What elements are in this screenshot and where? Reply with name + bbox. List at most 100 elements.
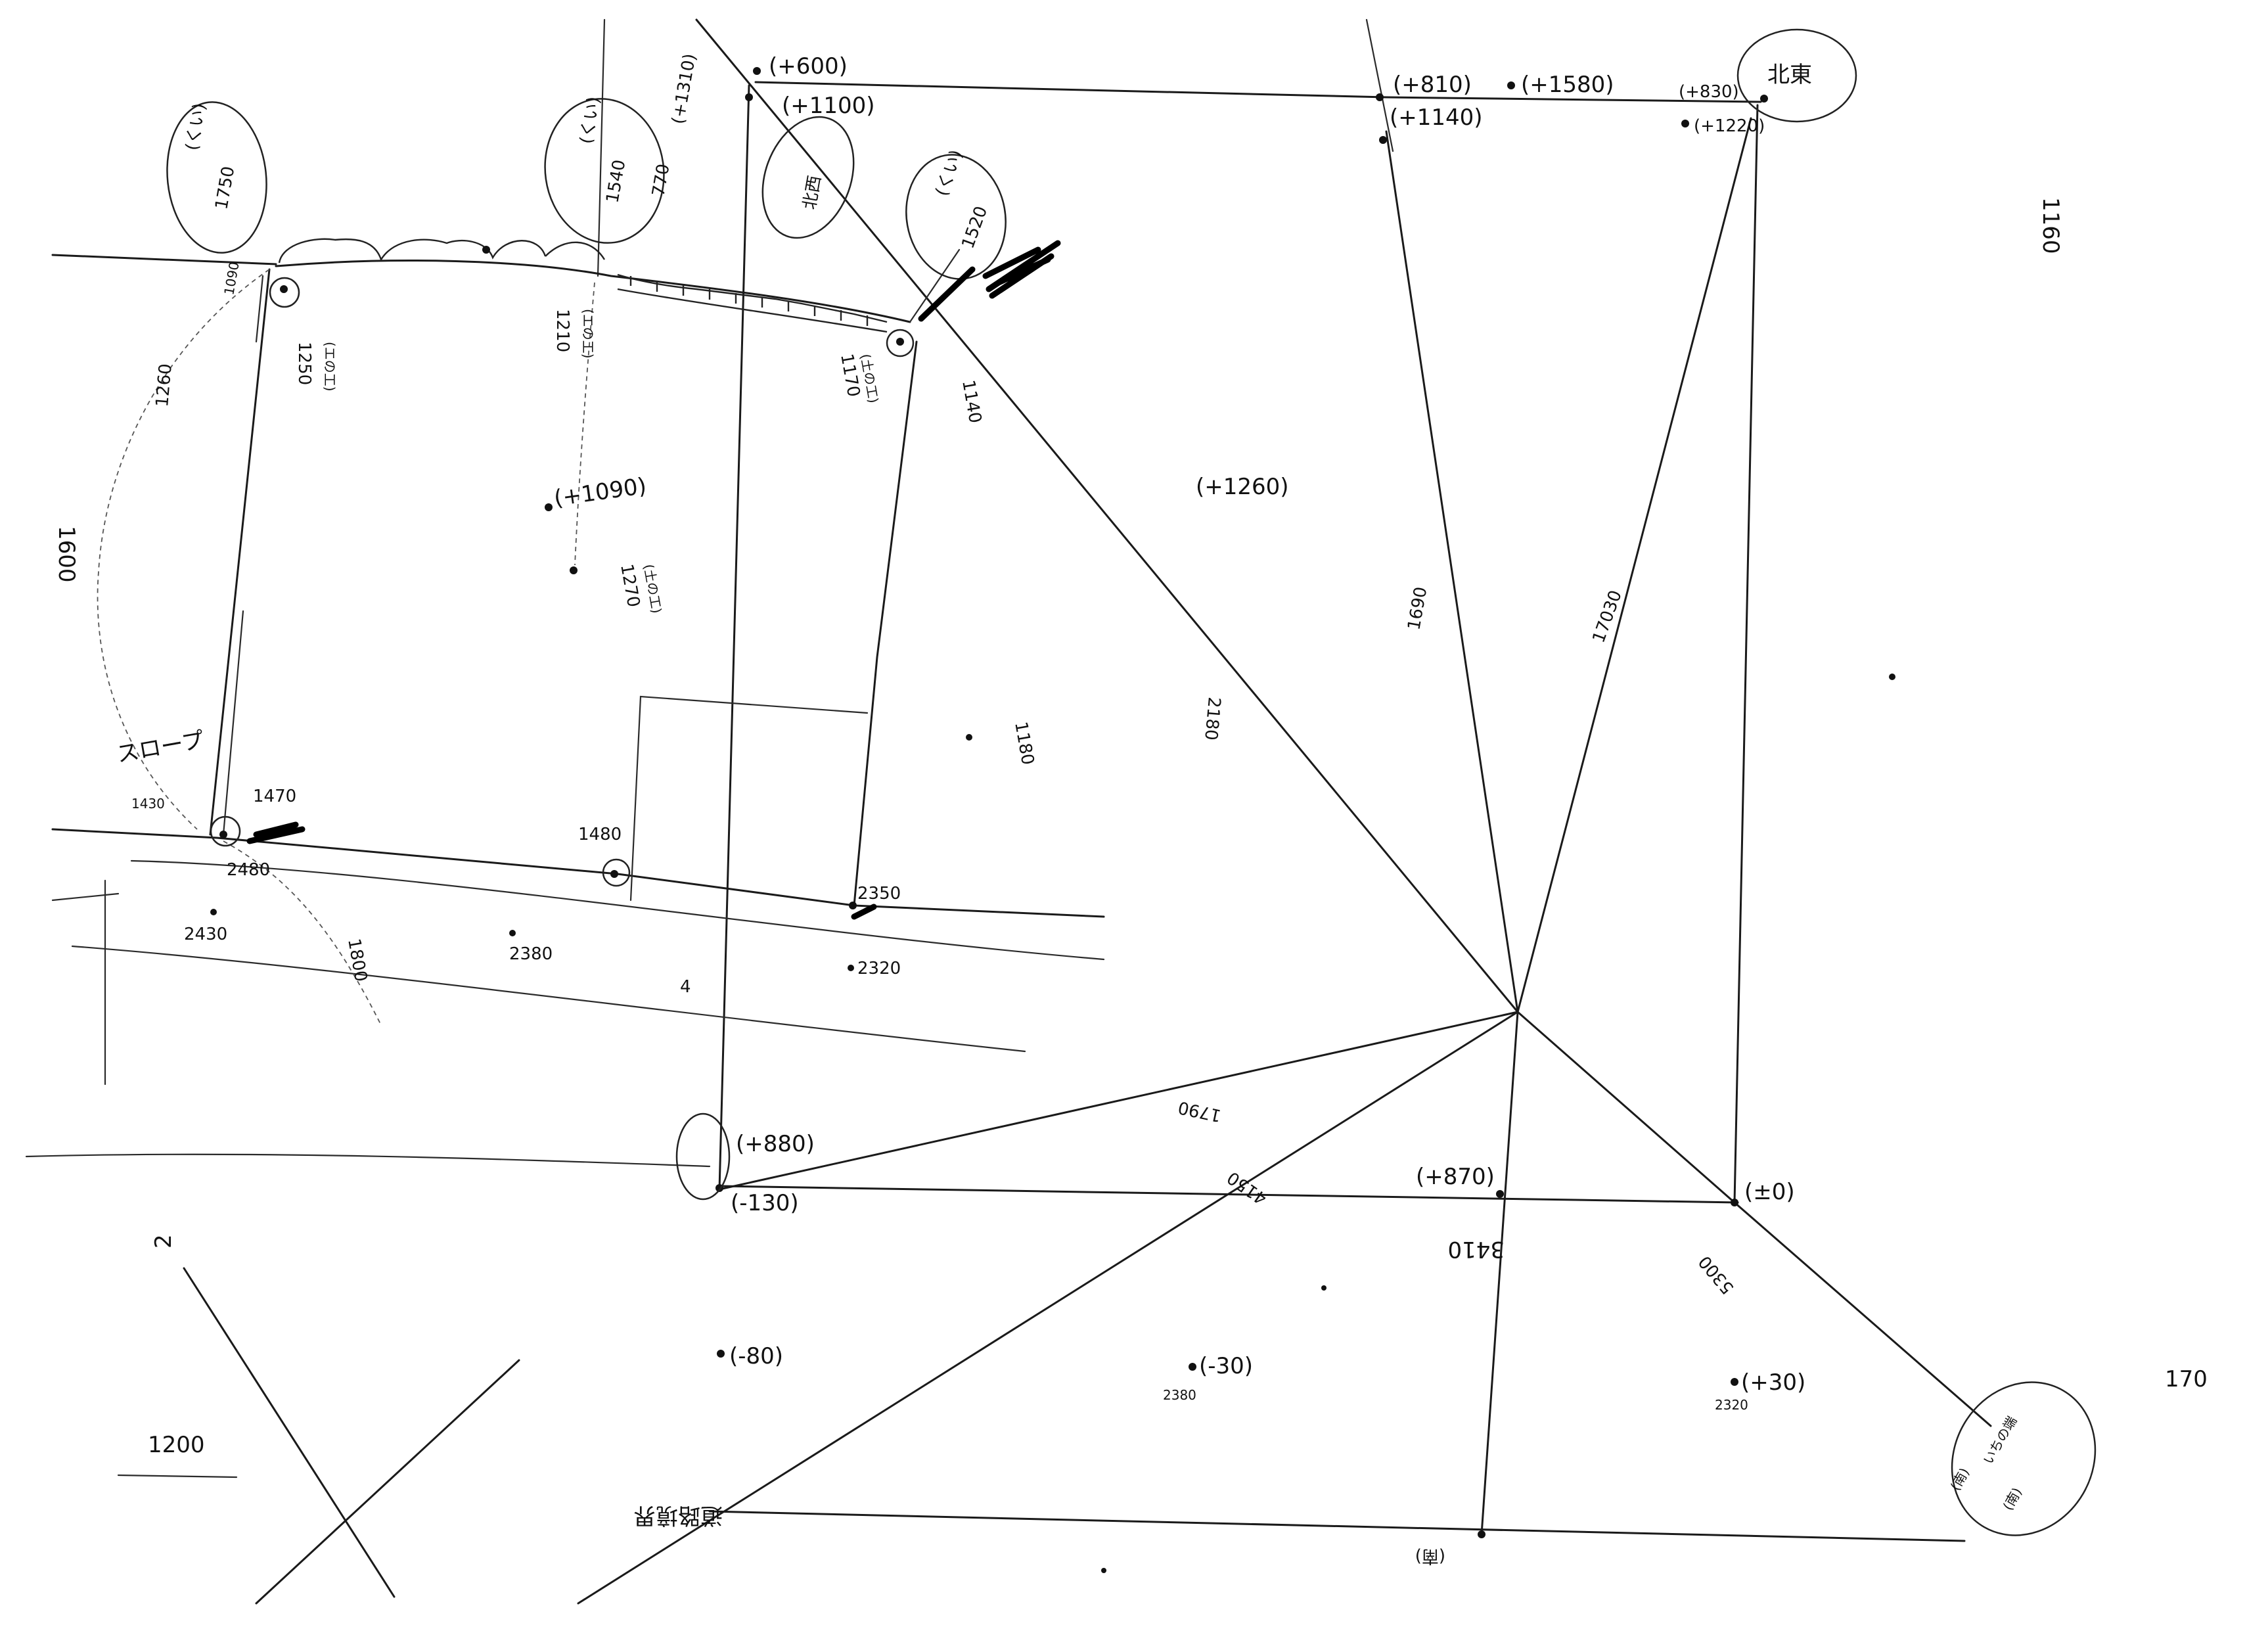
- label-p870: (+870): [1416, 1164, 1495, 1190]
- point-stray-a: [1321, 1285, 1327, 1291]
- line-1100-vertical: [718, 84, 750, 1191]
- label-kita-left: 北西: [800, 174, 825, 211]
- line-right-col: [1733, 104, 1759, 1204]
- label-d1600: 1600: [53, 526, 79, 583]
- line-cross-b: [255, 1359, 520, 1605]
- label-p30: (+30): [1741, 1369, 1805, 1396]
- line-1690: [1385, 130, 1519, 1013]
- label-m130: (-130): [731, 1190, 799, 1216]
- point-1170: [896, 338, 904, 346]
- line-4150: [577, 1011, 1519, 1605]
- top-left-horizontal: [51, 254, 277, 265]
- label-h2380b: 2380: [1163, 1387, 1196, 1403]
- point-south: [1478, 1530, 1486, 1538]
- point-2320: [848, 965, 854, 971]
- point-830: [1760, 95, 1768, 103]
- point-1270: [570, 566, 578, 574]
- point-1480: [610, 870, 618, 878]
- line-top-b: [1385, 96, 1762, 103]
- label-kita-higashi: 北東: [1767, 62, 1812, 88]
- line-810-top: [1365, 18, 1394, 152]
- label-south-point: (南): [1415, 1546, 1445, 1566]
- point-1090: [545, 503, 553, 511]
- guide-1540: [574, 282, 595, 566]
- label-p1580: (+1580): [1521, 72, 1614, 98]
- post-1520-vertical: [853, 340, 918, 907]
- point-pm0: [1731, 1199, 1738, 1206]
- point-m30: [1189, 1363, 1196, 1371]
- label-p1220: (+1220): [1694, 116, 1765, 136]
- road-edge-bottom: [25, 1153, 711, 1168]
- building-left-edge: [209, 268, 271, 836]
- label-h770: 770: [648, 162, 673, 198]
- wall-stones-ticks: [629, 276, 869, 326]
- label-h1480: 1480: [578, 825, 622, 844]
- label-kui-1520-a: (くい): [932, 147, 966, 198]
- label-d1800: 1800: [344, 937, 371, 983]
- label-mark-2: 2: [150, 1234, 177, 1249]
- building-left-inner: [222, 610, 244, 836]
- label-pm0: (±0): [1744, 1179, 1795, 1205]
- post-circle-1170: [886, 329, 915, 357]
- label-p1090: (+1090): [553, 473, 648, 512]
- label-h1430: 1430: [131, 796, 165, 812]
- road-edge-lower: [71, 945, 1026, 1053]
- point-right-stray: [1889, 674, 1895, 680]
- label-d1690: 1690: [1404, 585, 1431, 631]
- label-right-170: 170: [2165, 1366, 2208, 1392]
- label-h2320: 2320: [857, 959, 901, 978]
- wall-stones-a: [278, 238, 547, 264]
- point-2350: [849, 902, 857, 909]
- bubble-labels: (くい) 1750 (くい) 1540 (くい) 1520 北西 北東 (南) …: [182, 62, 2025, 1513]
- point-1470: [219, 831, 227, 838]
- post-1520-diag: [909, 248, 961, 323]
- label-h2380: 2380: [509, 944, 553, 964]
- label-h1210b: (エの工): [580, 309, 596, 359]
- bubble-kita-left: [761, 116, 855, 239]
- house-wall-curve: [275, 260, 911, 323]
- label-h1140: 1140: [958, 378, 985, 424]
- underline-1200: [117, 1474, 238, 1478]
- line-center-pm0: [1516, 1011, 1736, 1204]
- curve-1800-left: [97, 269, 270, 830]
- point-1100: [745, 93, 753, 101]
- line-cross-a: [183, 1267, 396, 1598]
- bubble-kita-higashi: [1736, 28, 1857, 123]
- label-h1090: 1090: [221, 261, 242, 296]
- line-top-a: [754, 81, 1388, 99]
- label-m80: (-80): [729, 1343, 783, 1369]
- point-stray-b: [1101, 1568, 1106, 1573]
- label-bottom-boundary: 道路境界: [633, 1502, 723, 1528]
- label-h1210: 1210: [553, 309, 572, 352]
- label-p880: (+880): [736, 1131, 815, 1157]
- point-1180: [966, 734, 972, 741]
- label-kui-1750-b: 1750: [212, 165, 238, 211]
- label-p600: (+600): [769, 53, 848, 80]
- label-slope: スロープ: [115, 727, 206, 768]
- point-p30: [1731, 1378, 1738, 1386]
- label-right-1160: 1160: [2037, 197, 2064, 254]
- curve-1800-lower: [223, 840, 382, 1026]
- line-1790: [718, 1011, 1519, 1191]
- scribble-1470: [246, 821, 306, 844]
- label-h2320b: 2320: [1715, 1397, 1748, 1413]
- scribbles: [246, 240, 1061, 920]
- bubble-minami: [1951, 1381, 2097, 1536]
- post-circles: [210, 277, 915, 887]
- label-kui-1540-b: 1540: [602, 158, 629, 204]
- bubble-kui-1750: [166, 101, 267, 254]
- label-d2180: 2180: [1200, 696, 1224, 741]
- point-1140: [1379, 136, 1387, 144]
- elevation-labels: (+600) (+1100) (+1310) (+810) (+1580) (+…: [553, 52, 1806, 1396]
- label-h2430: 2430: [184, 925, 227, 944]
- label-h1180: 1180: [1010, 720, 1037, 766]
- line-bottom-boundary: [708, 1510, 1966, 1542]
- label-m30: (-30): [1199, 1353, 1253, 1379]
- scribble-post: [918, 266, 976, 322]
- point-1580: [1507, 81, 1515, 89]
- label-p1260: (+1260): [1196, 474, 1289, 500]
- label-minami-a: (南): [1947, 1465, 1973, 1494]
- point-600: [753, 67, 761, 75]
- bubbles: [166, 28, 2097, 1536]
